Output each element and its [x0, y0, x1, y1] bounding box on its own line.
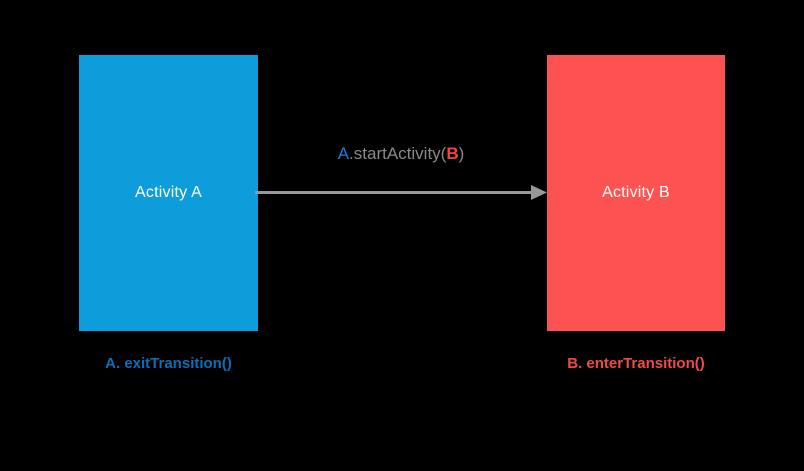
call-label-method: .startActivity(: [349, 144, 447, 163]
arrow-head-icon: [531, 185, 547, 200]
start-activity-arrow-icon: [255, 185, 547, 200]
activity-a-box[interactable]: Activity A: [79, 55, 258, 331]
activity-b-label: Activity B: [602, 184, 670, 201]
start-activity-call-label: A.startActivity(B): [255, 145, 547, 162]
activity-b-transition-caption: B. enterTransition(): [567, 355, 705, 372]
activity-a-transition-caption: A. exitTransition(): [105, 355, 232, 372]
activity-b-box[interactable]: Activity B: [547, 55, 725, 331]
call-label-caller: A: [337, 144, 350, 163]
activity-a-label: Activity A: [135, 184, 202, 201]
call-label-argument: B: [446, 144, 459, 163]
call-label-close-paren: ): [458, 144, 465, 163]
